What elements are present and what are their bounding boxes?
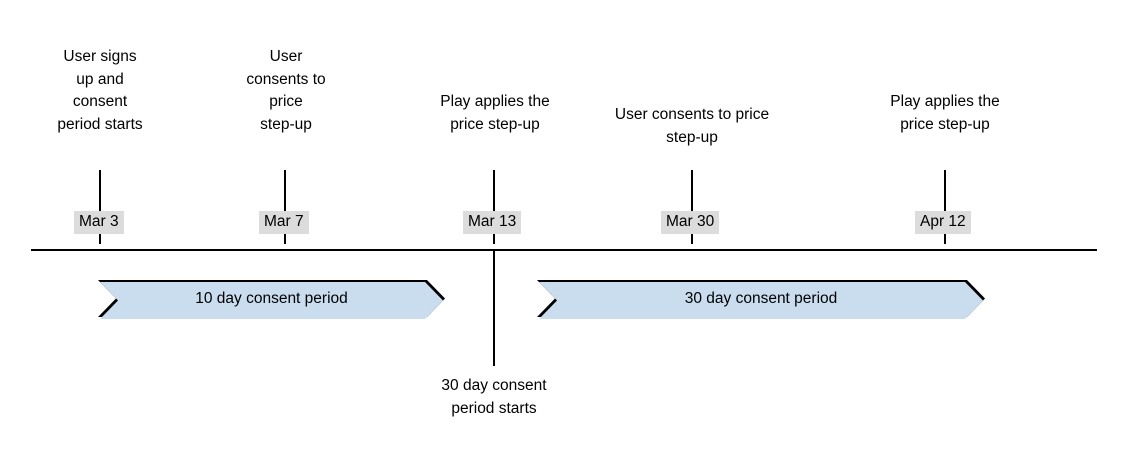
event-tick-mar-13 [493, 170, 495, 244]
annotation-connector-30-day-start [493, 250, 495, 366]
event-date-mar-3: Mar 3 [74, 211, 124, 234]
event-tick-mar-3 [99, 170, 101, 244]
event-tick-mar-7 [284, 170, 286, 244]
event-caption-apr-12: Play applies the price step-up [890, 93, 1000, 133]
event-caption-mar-30: User consents to price step-up [614, 106, 770, 146]
period-label-10-day: 10 day consent period [195, 289, 348, 307]
event-date-mar-30: Mar 30 [661, 211, 720, 234]
event-date-apr-12: Apr 12 [915, 211, 971, 234]
event-caption-mar-7: User consents to price step-up [246, 48, 326, 133]
period-label-30-day: 30 day consent period [684, 289, 838, 307]
event-tick-apr-12 [944, 170, 946, 244]
event-date-mar-13: Mar 13 [463, 211, 522, 234]
event-caption-mar-3: User signs up and consent period starts [57, 48, 143, 133]
annotation-30-day-consent-period-starts: 30 day consent period starts [441, 377, 547, 417]
event-tick-mar-30 [691, 170, 693, 244]
period-banner-10-day [100, 282, 443, 319]
timeline-axis [31, 249, 1097, 251]
event-caption-mar-13: Play applies the price step-up [440, 93, 550, 133]
event-date-mar-7: Mar 7 [259, 211, 309, 234]
period-banner-30-day [539, 282, 983, 319]
